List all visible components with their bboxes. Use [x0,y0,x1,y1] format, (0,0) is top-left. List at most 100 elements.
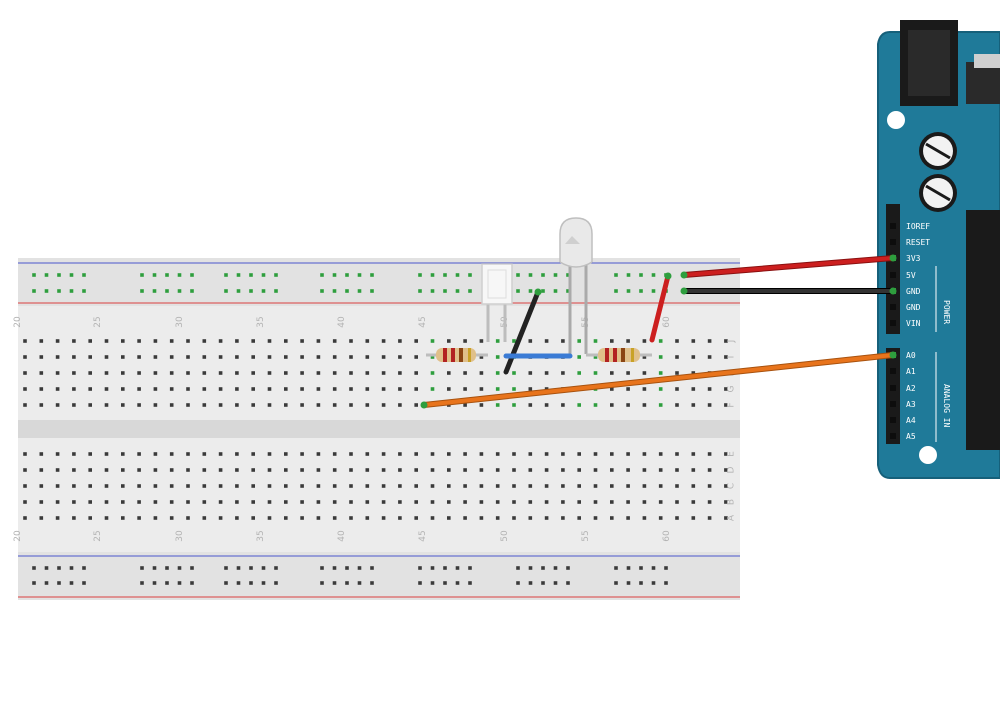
breadboard-hole [463,516,467,520]
rail-hole [430,273,435,277]
breadboard-hole [381,484,386,488]
jumper-black[interactable] [503,289,541,375]
jumper-red[interactable] [649,273,671,343]
rail-hole [370,273,374,277]
wire-a0[interactable] [422,353,895,407]
breadboard-hole [349,516,353,520]
breadboard-hole [267,339,272,343]
usb-connector-shell [974,54,1000,68]
column-number: 40 [337,316,347,328]
rail-hole [152,289,157,293]
power-pin-label: VIN [906,319,921,328]
breadboard-hole [430,500,435,504]
led-anvil [565,236,580,244]
breadboard-hole [88,468,92,472]
breadboard-hole [675,371,679,375]
rail-hole [57,581,61,585]
breadboard-hole [169,387,174,391]
breadboard-hole [593,371,598,375]
breadboard-hole [55,371,60,375]
breadboard-hole [202,484,207,488]
wire-3v3[interactable] [682,256,895,277]
breadboard-hole [169,452,174,456]
breadboard-hole [55,339,60,343]
power-header-label: POWER [942,300,951,324]
breadboard-hole [707,452,712,456]
rail-hole [177,581,182,585]
breadboard-hole [381,355,386,359]
led[interactable] [559,217,593,354]
rail-hole [140,566,144,570]
breadboard-hole [658,387,663,391]
breadboard-hole [707,355,712,359]
breadboard-hole [251,387,255,391]
rail-hole [261,273,266,277]
photoresistor[interactable] [481,263,513,342]
breadboard-hole [512,484,516,488]
column-number: 20 [13,316,23,328]
breadboard-hole [186,371,190,375]
breadboard-hole [675,355,679,359]
breadboard-hole [561,468,565,472]
breadboard-hole [153,468,158,472]
breadboard-hole [675,500,679,504]
breadboard-hole [724,452,728,456]
breadboard-hole [447,516,451,520]
breadboard-hole [642,516,647,520]
breadboard-hole [642,387,647,391]
rail-hole [528,566,533,570]
rail-hole [165,273,169,277]
breadboard-hole [658,452,663,456]
breadboard-hole [398,484,402,488]
breadboard-hole [479,387,484,391]
breadboard-hole [398,452,402,456]
breadboard-hole [430,468,435,472]
wire-endpoint [889,287,897,295]
breadboard-hole [365,355,370,359]
breadboard-hole [23,516,27,520]
rail-hole [357,289,362,293]
breadboard-hole [23,500,27,504]
rail-hole [249,566,253,570]
breadboard-hole [365,500,370,504]
rail-hole [664,581,668,585]
analog-header [886,348,900,444]
breadboard-hole [332,387,337,391]
breadboard-hole [691,468,696,472]
breadboard-hole [186,468,190,472]
power-pin [890,239,896,245]
breadboard-hole [724,516,728,520]
breadboard-hole [235,516,239,520]
resistor-left[interactable] [426,348,488,362]
breadboard-hole [332,484,337,488]
breadboard-hole [186,339,190,343]
rail-hole [44,566,49,570]
breadboard-hole [398,387,402,391]
breadboard-hole [251,468,255,472]
breadboard-hole [495,387,500,391]
breadboard-hole [479,516,484,520]
rail-hole [320,273,324,277]
breadboard-hole [169,339,174,343]
resistor-right[interactable] [586,348,652,362]
breadboard-hole [267,516,272,520]
breadboard-hole [186,355,190,359]
breadboard-hole [577,403,581,407]
breadboard-hole [349,355,353,359]
breadboard-hole [610,403,614,407]
breadboard-hole [218,500,223,504]
breadboard-hole [398,516,402,520]
breadboard-hole [495,339,500,343]
breadboard-hole [447,452,451,456]
breadboard-hole [349,387,353,391]
breadboard-hole [316,403,321,407]
breadboard-hole [316,371,321,375]
rail-hole [345,581,349,585]
breadboard-hole [235,387,239,391]
capacitor-2-mark [925,184,951,202]
breadboard: 202025253030353540404545505055556060 JIH… [13,258,740,600]
wire-endpoint [664,272,672,280]
rail-hole [541,289,545,293]
